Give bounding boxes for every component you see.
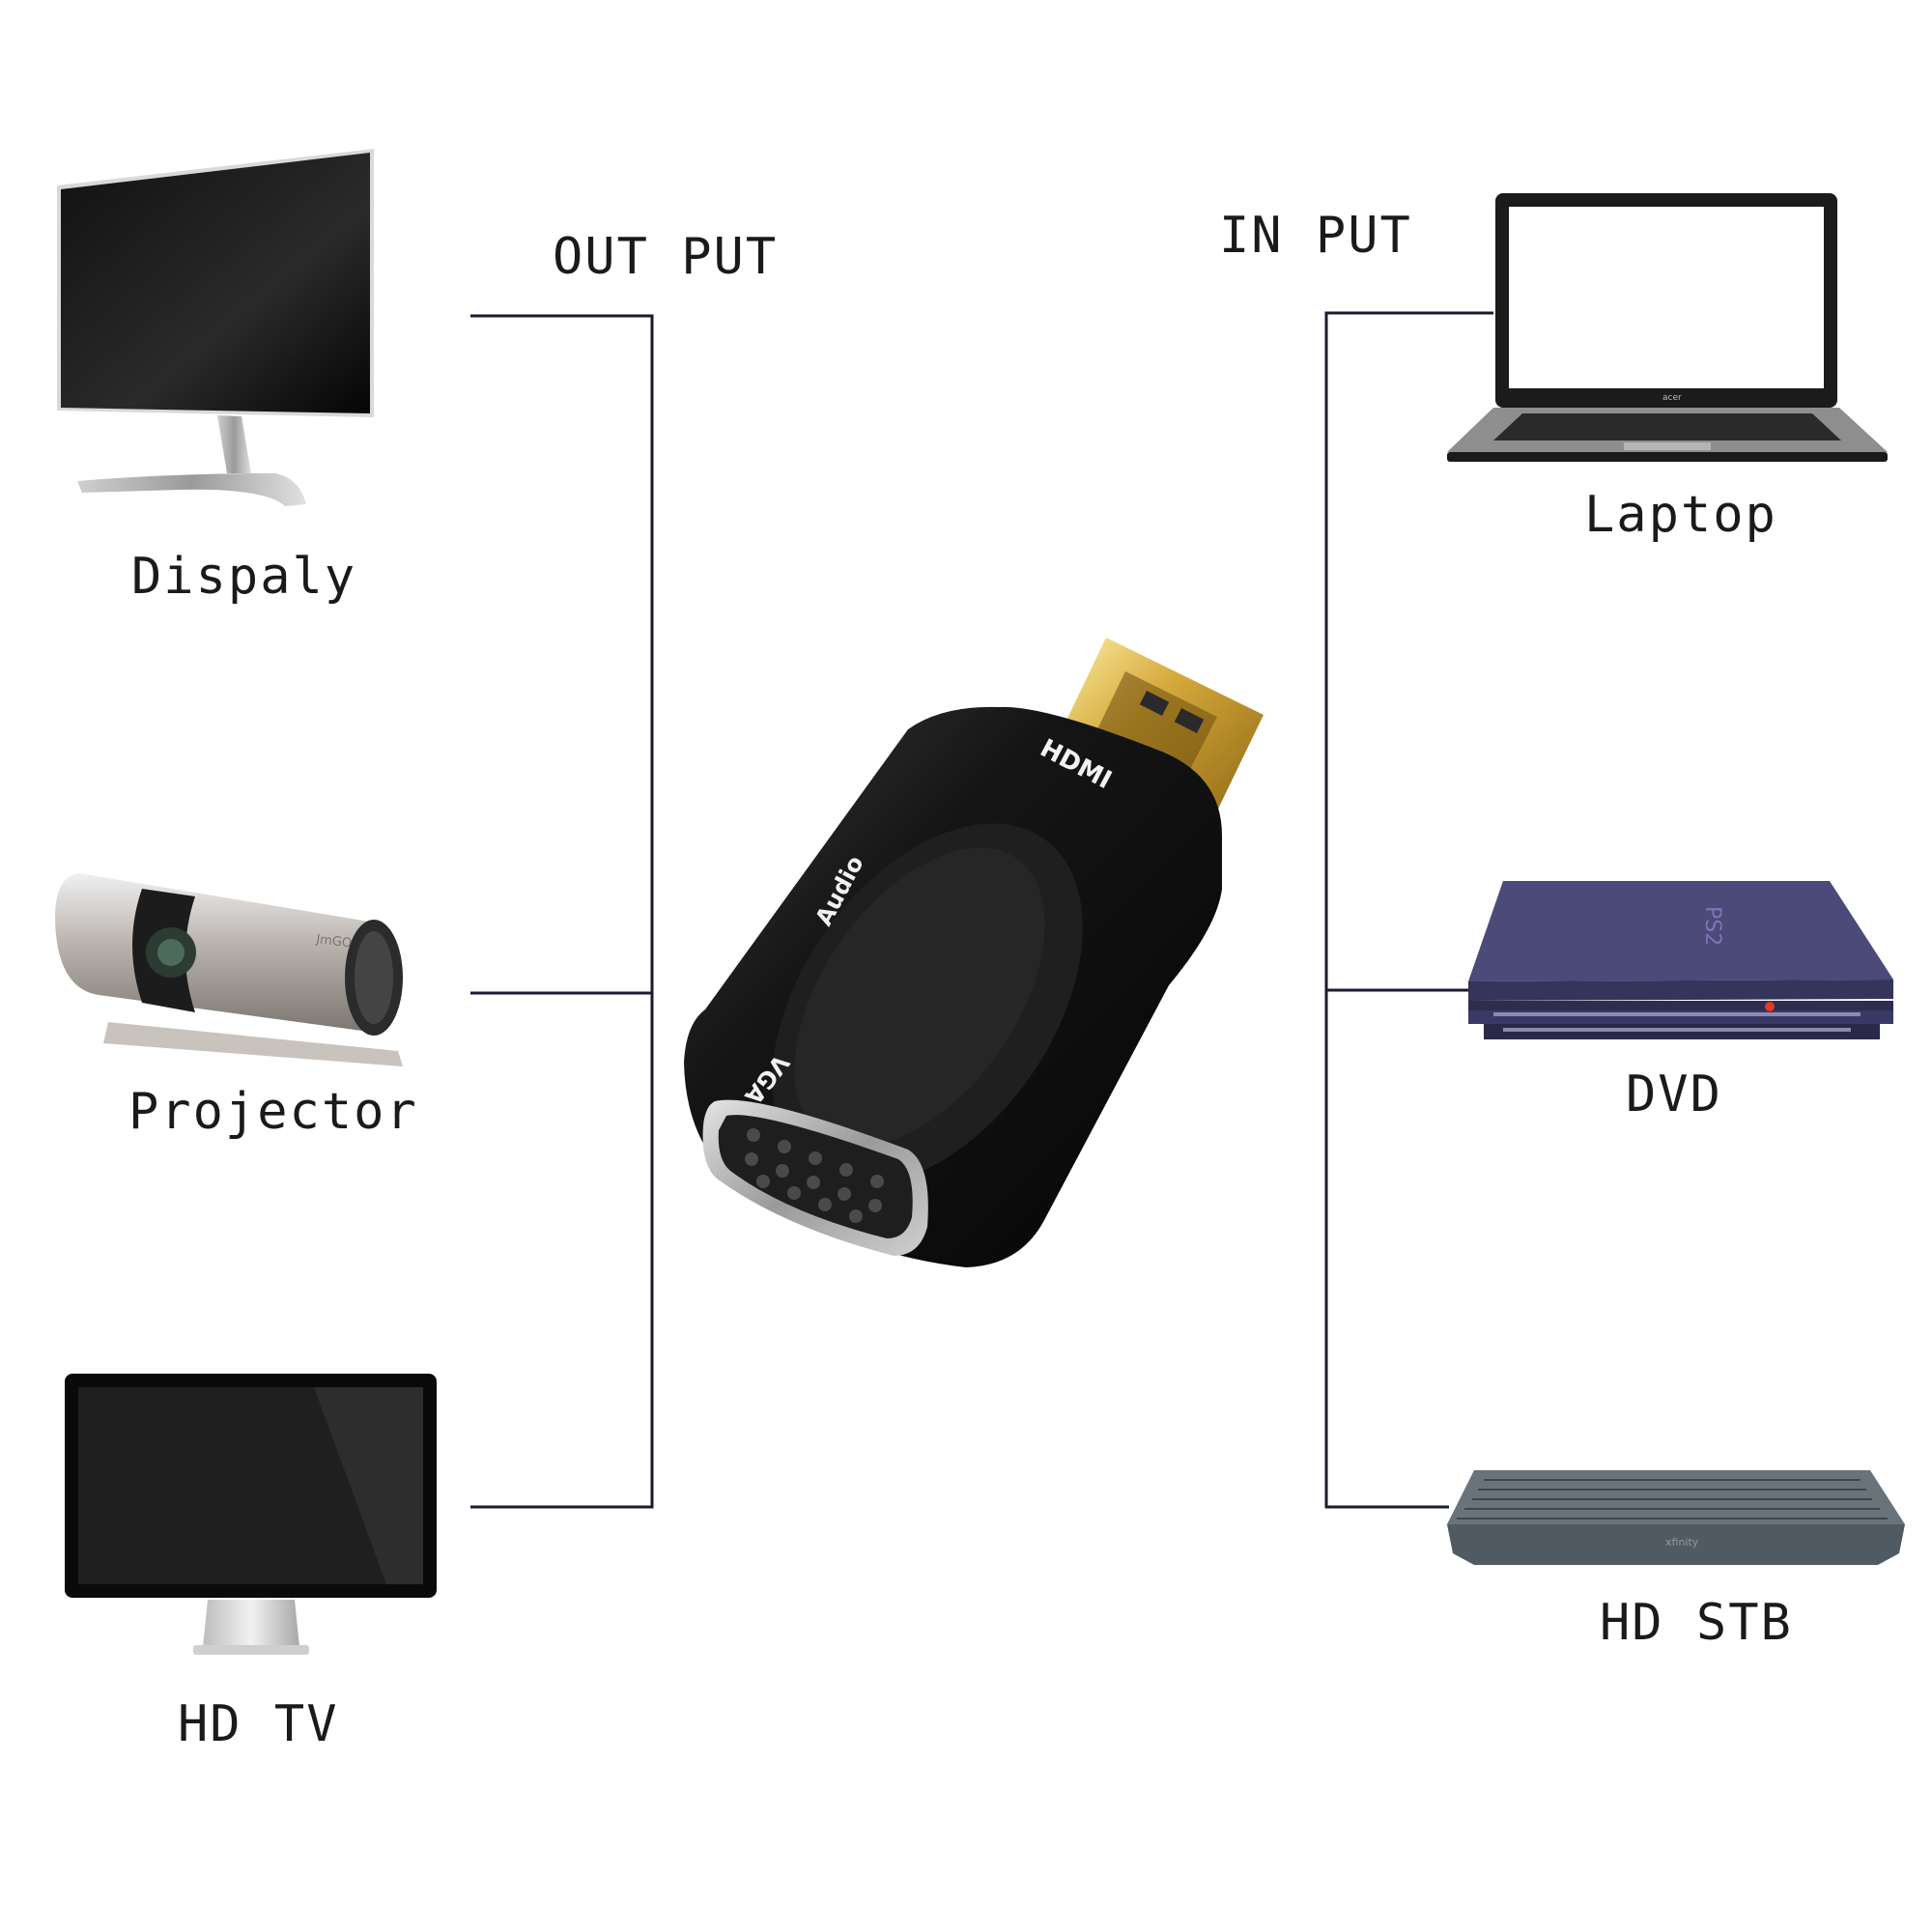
dvd-brand: PS2 (1700, 906, 1724, 946)
display-monitor-image (53, 145, 382, 512)
laptop-image: acer (1445, 189, 1889, 469)
hdtv-label: HD TV (178, 1695, 339, 1753)
hd-stb-label: HD STB (1600, 1594, 1793, 1652)
laptop-brand: acer (1662, 393, 1682, 403)
display-label: Dispaly (131, 548, 357, 606)
input-line-laptop (1324, 311, 1493, 1509)
hdmi-to-vga-adapter-image: HDMI Audio VGA (667, 638, 1285, 1314)
input-heading: IN PUT (1219, 207, 1412, 265)
output-heading: OUT PUT (553, 228, 779, 286)
hdmi-connector (1053, 638, 1264, 831)
stb-brand: xfinity (1665, 1536, 1699, 1548)
dvd-player-image: PS2 (1464, 877, 1899, 1051)
output-line-display (470, 314, 654, 1509)
dvd-label: DVD (1626, 1065, 1722, 1123)
projector-image: JmGO (50, 867, 446, 1070)
vga-port (702, 1099, 928, 1256)
hd-stb-image: xfinity (1445, 1466, 1909, 1573)
projector-brand: JmGO (315, 932, 353, 951)
hdtv-image (63, 1372, 440, 1662)
laptop-label: Laptop (1584, 486, 1777, 544)
projector-label: Projector (128, 1083, 418, 1141)
